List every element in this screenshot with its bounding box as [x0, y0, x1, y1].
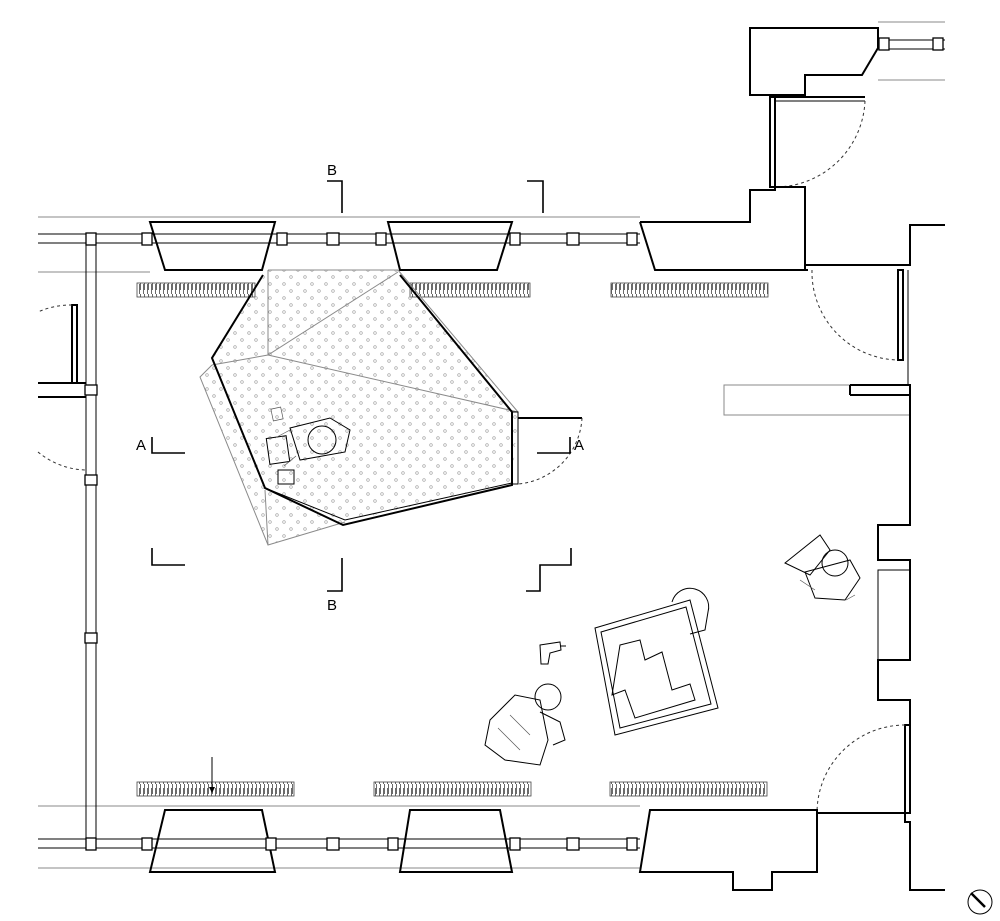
- section-marker-b-bottom: B: [327, 558, 343, 614]
- vestibule-door: [769, 96, 866, 188]
- section-label-a-left: A: [136, 437, 146, 454]
- left-wall: [37, 240, 98, 838]
- architectural-model: [594, 587, 719, 736]
- section-label-b-top: B: [327, 162, 337, 179]
- standing-person: [784, 534, 861, 601]
- top-wall: [38, 27, 879, 273]
- radiator: [409, 282, 531, 298]
- section-marker-a-right: A: [537, 437, 584, 454]
- seated-person: [265, 406, 351, 485]
- section-label-b-bottom: B: [327, 597, 337, 614]
- power-drill: [539, 641, 566, 665]
- radiator: [373, 781, 532, 797]
- pavilion-structure: [199, 269, 583, 546]
- north-arrow-icon: [967, 889, 993, 915]
- section-corner-marks: [151, 180, 572, 592]
- crouching-person: [484, 683, 566, 766]
- radiator: [136, 781, 295, 797]
- section-label-a-right: A: [574, 437, 584, 454]
- top-right-window: [878, 21, 945, 81]
- section-marker-a-left: A: [136, 437, 185, 454]
- radiator: [609, 781, 768, 797]
- right-wall: [723, 186, 945, 891]
- section-marker-b-top: B: [327, 162, 343, 213]
- radiators: [136, 282, 769, 797]
- bottom-wall: [38, 805, 818, 891]
- radiator: [610, 282, 769, 298]
- radiator: [136, 282, 256, 298]
